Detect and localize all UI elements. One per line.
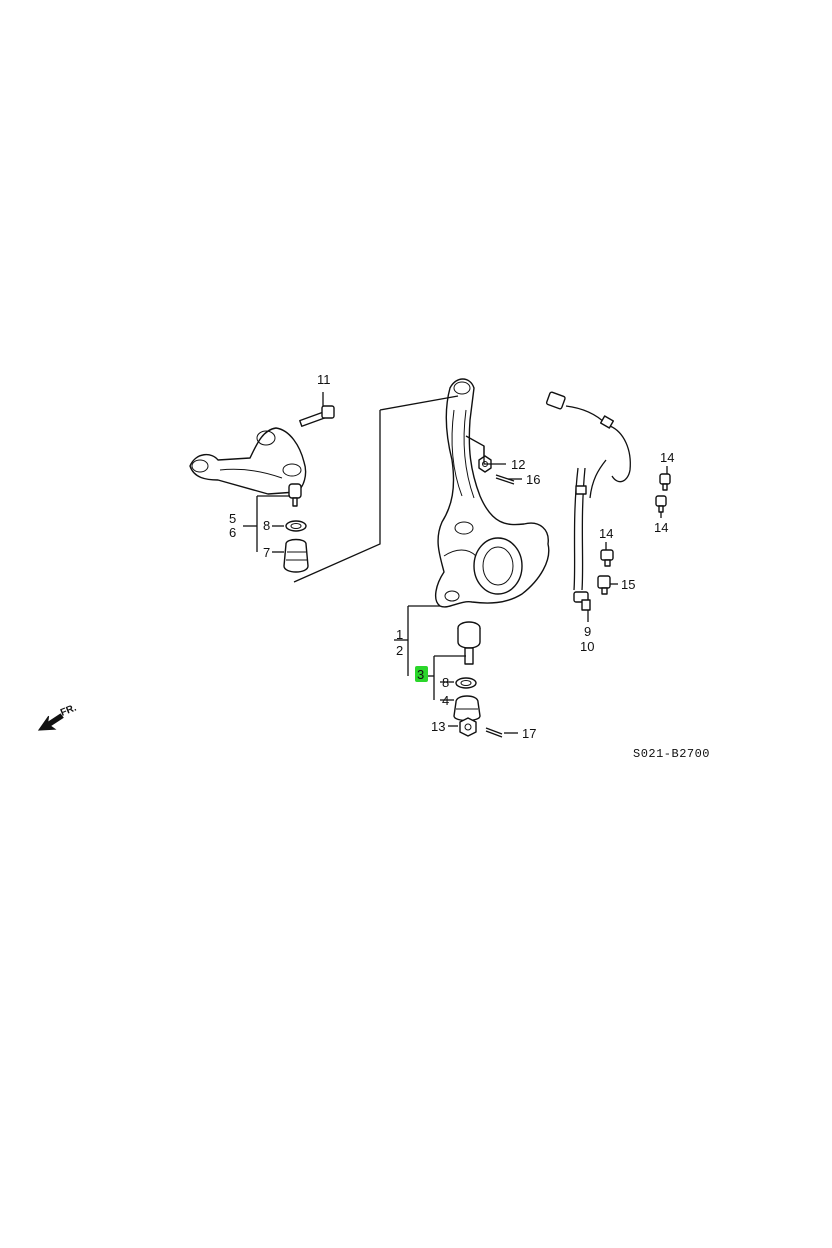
cotter-pin-17[interactable] [485, 727, 503, 738]
bolt-15[interactable] [597, 575, 611, 595]
bolt-14-b[interactable] [655, 495, 667, 513]
steering-knuckle[interactable] [434, 378, 550, 608]
callout-13[interactable]: 13 [431, 719, 445, 734]
cotter-pin-16[interactable] [495, 474, 515, 485]
callout-12[interactable]: 12 [511, 457, 525, 472]
callout-9[interactable]: 9 [584, 624, 591, 639]
callout-3[interactable]: 3 [417, 667, 424, 682]
callout-8-upper[interactable]: 8 [263, 518, 270, 533]
circlip-8-upper[interactable] [285, 520, 307, 532]
callout-15[interactable]: 15 [621, 577, 635, 592]
bolt-14-c[interactable] [600, 549, 614, 567]
ball-joint-1[interactable] [457, 621, 481, 665]
boot-7[interactable] [283, 538, 309, 573]
callout-4[interactable]: 4 [442, 693, 449, 708]
leader-lines [243, 392, 668, 734]
circlip-8-lower[interactable] [455, 677, 477, 689]
callout-6[interactable]: 6 [229, 525, 236, 540]
callout-10[interactable]: 10 [580, 639, 594, 654]
callout-17[interactable]: 17 [522, 726, 536, 741]
callout-2[interactable]: 2 [396, 643, 403, 658]
upper-control-arm[interactable] [189, 427, 307, 495]
callout-11[interactable]: 11 [317, 372, 331, 387]
direction-label: FR. [59, 702, 78, 718]
boot-4[interactable] [453, 695, 481, 722]
bolt-11[interactable] [299, 405, 335, 427]
upper-ball-joint-stud[interactable] [288, 483, 302, 507]
callout-1[interactable]: 1 [396, 627, 403, 642]
nut-13[interactable] [459, 717, 477, 737]
selected-callout-highlight [415, 666, 428, 682]
callout-14-b[interactable]: 14 [654, 520, 668, 535]
callout-5[interactable]: 5 [229, 511, 236, 526]
front-direction-arrow: FR. [37, 702, 78, 731]
callout-7[interactable]: 7 [263, 545, 270, 560]
bolt-14-a[interactable] [659, 473, 671, 491]
callout-16[interactable]: 16 [526, 472, 540, 487]
diagram-code: S021-B2700 [633, 747, 710, 761]
callout-8-lower[interactable]: 8 [442, 675, 449, 690]
callout-14-c[interactable]: 14 [599, 526, 613, 541]
abs-sensor-harness[interactable] [545, 391, 631, 611]
callout-14-a[interactable]: 14 [660, 450, 674, 465]
